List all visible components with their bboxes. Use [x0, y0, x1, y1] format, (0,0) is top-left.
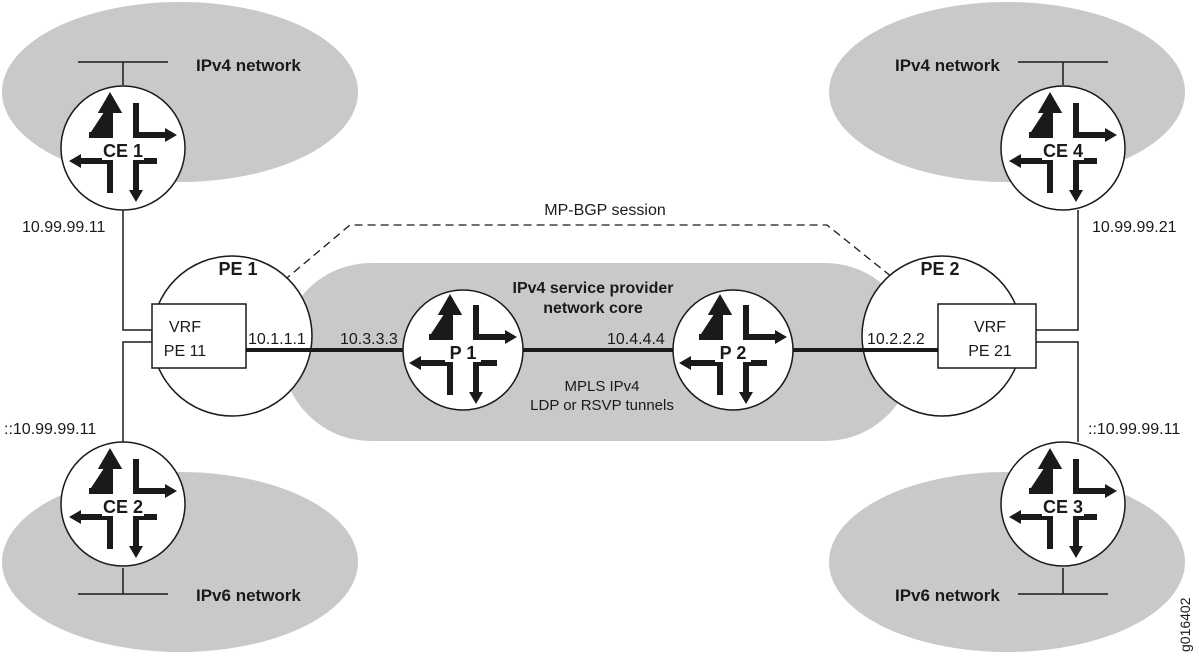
pe1-address: 10.1.1.1 [248, 331, 306, 348]
tunnel-label-line1: MPLS IPv4 [564, 378, 639, 395]
ipv6-network-br-label: IPv6 network [895, 586, 1000, 605]
link-ce1-vrf-pe11 [122, 210, 152, 331]
figure-id: g016402 [1177, 597, 1193, 652]
ipv6-network-bl-label: IPv6 network [196, 586, 301, 605]
mp-bgp-session-label: MP-BGP session [544, 202, 666, 219]
p1-label: P 1 [450, 343, 477, 363]
ce3-label: CE 3 [1043, 497, 1083, 517]
vrf-pe11-box [151, 303, 247, 369]
ce2-address: ::10.99.99.11 [4, 421, 96, 438]
ce1-address: 10.99.99.11 [22, 219, 105, 236]
link-ce4-vrf-pe21 [1036, 210, 1079, 331]
vrf-pe21-box [937, 303, 1037, 369]
core-network-label-line1: IPv4 service provider [513, 280, 674, 297]
ce3-address: ::10.99.99.11 [1088, 421, 1180, 438]
pe1-label: PE 1 [218, 259, 257, 279]
link-ce3-vrf-pe21 [1036, 341, 1079, 442]
p1-address: 10.3.3.3 [340, 331, 398, 348]
ce2-label: CE 2 [103, 497, 143, 517]
vrf-pe11-label-line2: PE 11 [164, 343, 207, 360]
p2-address: 10.4.4.4 [607, 331, 665, 348]
link-ce2-vrf-pe11 [122, 341, 152, 442]
ipv4-network-tr-label: IPv4 network [895, 56, 1000, 75]
p2-label: P 2 [720, 343, 747, 363]
core-network-label-line2: network core [543, 300, 643, 317]
pe2-label: PE 2 [920, 259, 959, 279]
mp-bgp-session-line [243, 224, 939, 315]
vrf-pe21-label-line2: PE 21 [968, 343, 1012, 360]
vrf-pe11-label-line1: VRF [169, 319, 201, 336]
ce4-label: CE 4 [1043, 141, 1083, 161]
pe2-address: 10.2.2.2 [867, 331, 925, 348]
tunnel-label-line2: LDP or RSVP tunnels [530, 397, 674, 414]
vrf-pe21-label-line1: VRF [974, 319, 1006, 336]
ipv4-network-tl-label: IPv4 network [196, 56, 301, 75]
ce1-label: CE 1 [103, 141, 143, 161]
ce4-address: 10.99.99.21 [1092, 219, 1177, 236]
